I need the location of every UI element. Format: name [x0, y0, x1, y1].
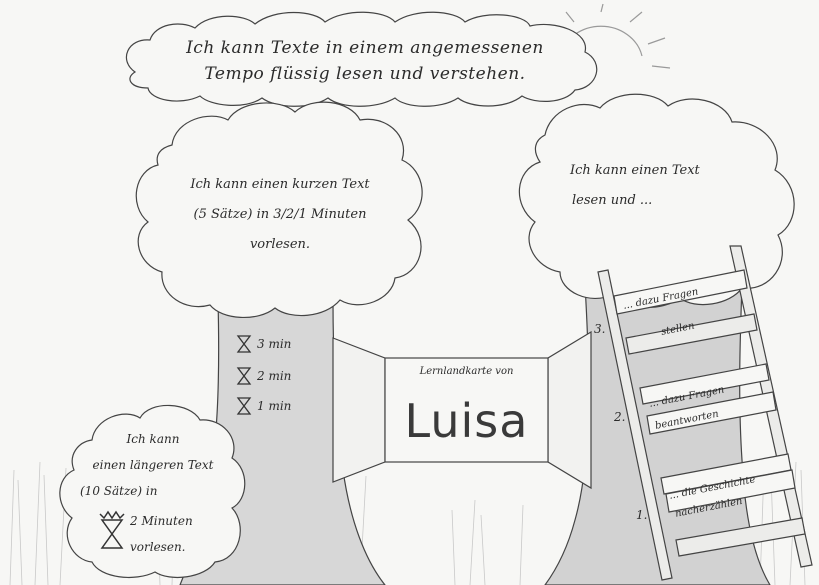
goal-cloud-line-2: Tempo flüssig lesen und verstehen.: [204, 64, 526, 84]
goal-cloud-shape: [125, 11, 598, 107]
bush-line-2: einen längeren Text: [92, 458, 214, 472]
timer-label-3: 3 min: [257, 337, 292, 351]
sign-name: Luisa: [404, 394, 529, 448]
timer-label-1: 1 min: [257, 399, 292, 413]
hourglass-icon: [99, 510, 125, 549]
sign-title: Lernlandkarte von: [419, 366, 514, 377]
ladder-step-number-3: 3.: [594, 322, 606, 336]
bush-line-1: Ich kann: [126, 432, 180, 446]
right-crown-line-2: lesen und ...: [572, 193, 653, 208]
bush-cloud-shape: [59, 404, 246, 579]
bush-line-4: 2 Minuten: [130, 514, 193, 528]
bush-line-5: vorlesen.: [130, 540, 186, 554]
timer-label-2: 2 min: [257, 369, 292, 383]
left-crown-line-3: vorlesen.: [249, 237, 311, 252]
left-tree-crown: [135, 101, 423, 319]
goal-cloud-line-1: Ich kann Texte in einem angemessenen: [186, 38, 544, 58]
left-crown-line-1: Ich kann einen kurzen Text: [190, 177, 370, 192]
ladder: [597, 245, 813, 581]
right-tree-crown: [518, 93, 795, 309]
center-sign-frame: [332, 330, 592, 490]
bush-line-3: (10 Sätze) in: [80, 484, 158, 498]
left-crown-line-2: (5 Sätze) in 3/2/1 Minuten: [193, 207, 367, 222]
ladder-step-number-1: 1.: [636, 508, 648, 522]
hourglass-icon: [236, 335, 252, 353]
ladder-step-number-2: 2.: [614, 410, 626, 424]
hourglass-icon: [236, 367, 252, 385]
right-crown-line-1: Ich kann einen Text: [570, 163, 700, 178]
hourglass-icon: [236, 397, 252, 415]
